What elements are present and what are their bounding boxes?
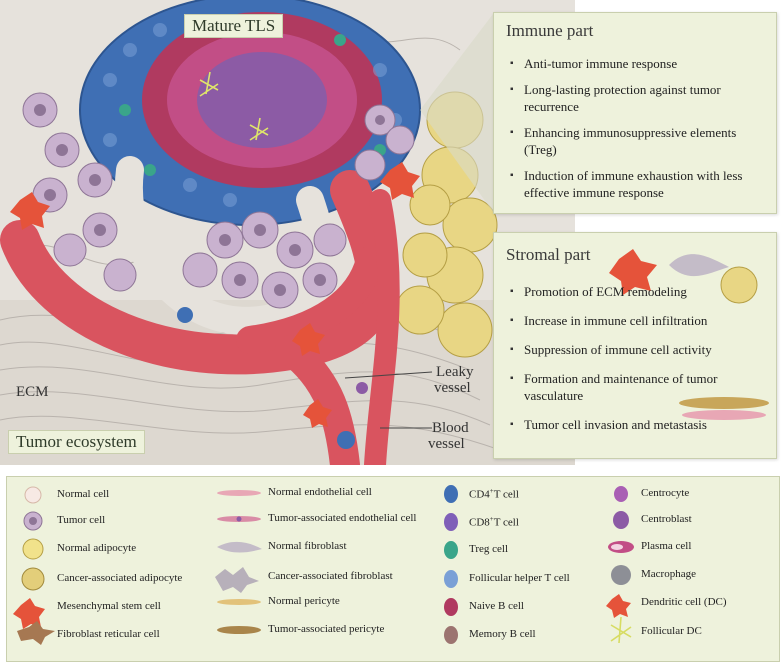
- cd4-t-cell-in-vessel: [337, 431, 355, 449]
- leaky-vessel-label-line2: vessel: [434, 380, 471, 396]
- stromal-item: Formation and maintenance of tumor vascu…: [510, 370, 734, 404]
- legend-icons: [13, 485, 634, 645]
- stromal-part-list: Promotion of ECM remodeling Increase in …: [510, 283, 766, 445]
- stromal-item: Tumor cell invasion and metastasis: [510, 416, 766, 433]
- mature-tls-cluster: [79, 0, 421, 226]
- legend-normal-pericyte: Normal pericyte: [268, 595, 340, 607]
- legend-col1-icons: [13, 486, 55, 645]
- stromal-part-panel: Stromal part Promotion of ECM remodeling…: [493, 232, 777, 459]
- stromal-item: Suppression of immune cell activity: [510, 341, 766, 358]
- legend-macrophage: Macrophage: [641, 568, 696, 580]
- stromal-item: Increase in immune cell infiltration: [510, 312, 766, 329]
- immune-part-list: Anti-tumor immune response Long-lasting …: [510, 55, 766, 210]
- legend-centroblast: Centroblast: [641, 513, 692, 525]
- legend-cancer-associated-fibroblast: Cancer-associated fibroblast: [268, 570, 393, 582]
- immune-item: Enhancing immunosuppressive elements (Tr…: [510, 124, 766, 158]
- legend-col3-icons: [444, 485, 458, 644]
- legend-centrocyte: Centrocyte: [641, 487, 690, 499]
- blood-vessels: [0, 156, 400, 465]
- blood-vessel-label-line2: vessel: [428, 436, 465, 452]
- mesenchymal-stem-cells: [10, 162, 420, 428]
- legend-col2-icons: [215, 490, 262, 634]
- immune-part-panel: Immune part Anti-tumor immune response L…: [493, 12, 777, 214]
- legend-mesenchymal-stem-cell: Mesenchymal stem cell: [57, 600, 161, 612]
- legend-normal-fibroblast: Normal fibroblast: [268, 540, 347, 552]
- legend-cd4-t-cell: CD4+T cell: [469, 487, 519, 501]
- legend-cd8-t-cell: CD8+T cell: [469, 515, 519, 529]
- legend-fibroblast-reticular-cell: Fibroblast reticular cell: [57, 628, 160, 640]
- legend-cancer-associated-adipocyte: Cancer-associated adipocyte: [57, 572, 183, 584]
- legend-follicular-dc: Follicular DC: [641, 625, 702, 637]
- legend-col4-icons: [606, 486, 634, 644]
- adipocyte-cluster: [395, 91, 498, 358]
- legend-naive-b-cell: Naive B cell: [469, 600, 524, 612]
- legend-treg-cell: Treg cell: [469, 543, 509, 555]
- leaky-vessel-label-line1: Leaky: [436, 364, 474, 380]
- legend-tumor-associated-endothelial-cell: Tumor-associated endothelial cell: [268, 512, 417, 524]
- stromal-part-title: Stromal part: [506, 245, 591, 264]
- tumor-ecosystem-label: Tumor ecosystem: [8, 430, 145, 454]
- legend-memory-b-cell: Memory B cell: [469, 628, 536, 640]
- immune-item: Anti-tumor immune response: [510, 55, 766, 72]
- legend-normal-cell: Normal cell: [57, 488, 110, 500]
- immune-item: Long-lasting protection against tumor re…: [510, 81, 766, 115]
- mature-tls-label: Mature TLS: [184, 14, 284, 38]
- legend-tumor-associated-pericyte: Tumor-associated pericyte: [268, 623, 385, 635]
- ecm-label: ECM: [16, 384, 49, 400]
- legend-normal-adipocyte: Normal adipocyte: [57, 542, 137, 554]
- stromal-item: Promotion of ECM remodeling: [510, 283, 766, 300]
- leaky-vessel-pointer: [344, 371, 433, 379]
- immune-item: Induction of immune exhaustion with less…: [510, 167, 766, 201]
- blood-vessel-label-line1: Blood: [432, 420, 469, 436]
- legend-plasma-cell: Plasma cell: [641, 540, 692, 552]
- legend-follicular-helper-t-cell: Follicular helper T cell: [469, 572, 570, 584]
- legend-tumor-cell: Tumor cell: [57, 514, 106, 526]
- pericyte-icon: [679, 397, 769, 420]
- immune-part-title: Immune part: [506, 21, 594, 40]
- cell-type-legend: Normal cell Tumor cell Normal adipocyte …: [6, 476, 780, 662]
- legend-normal-endothelial-cell: Normal endothelial cell: [268, 486, 372, 498]
- legend-dendritic-cell: Dendritic cell (DC): [641, 596, 727, 608]
